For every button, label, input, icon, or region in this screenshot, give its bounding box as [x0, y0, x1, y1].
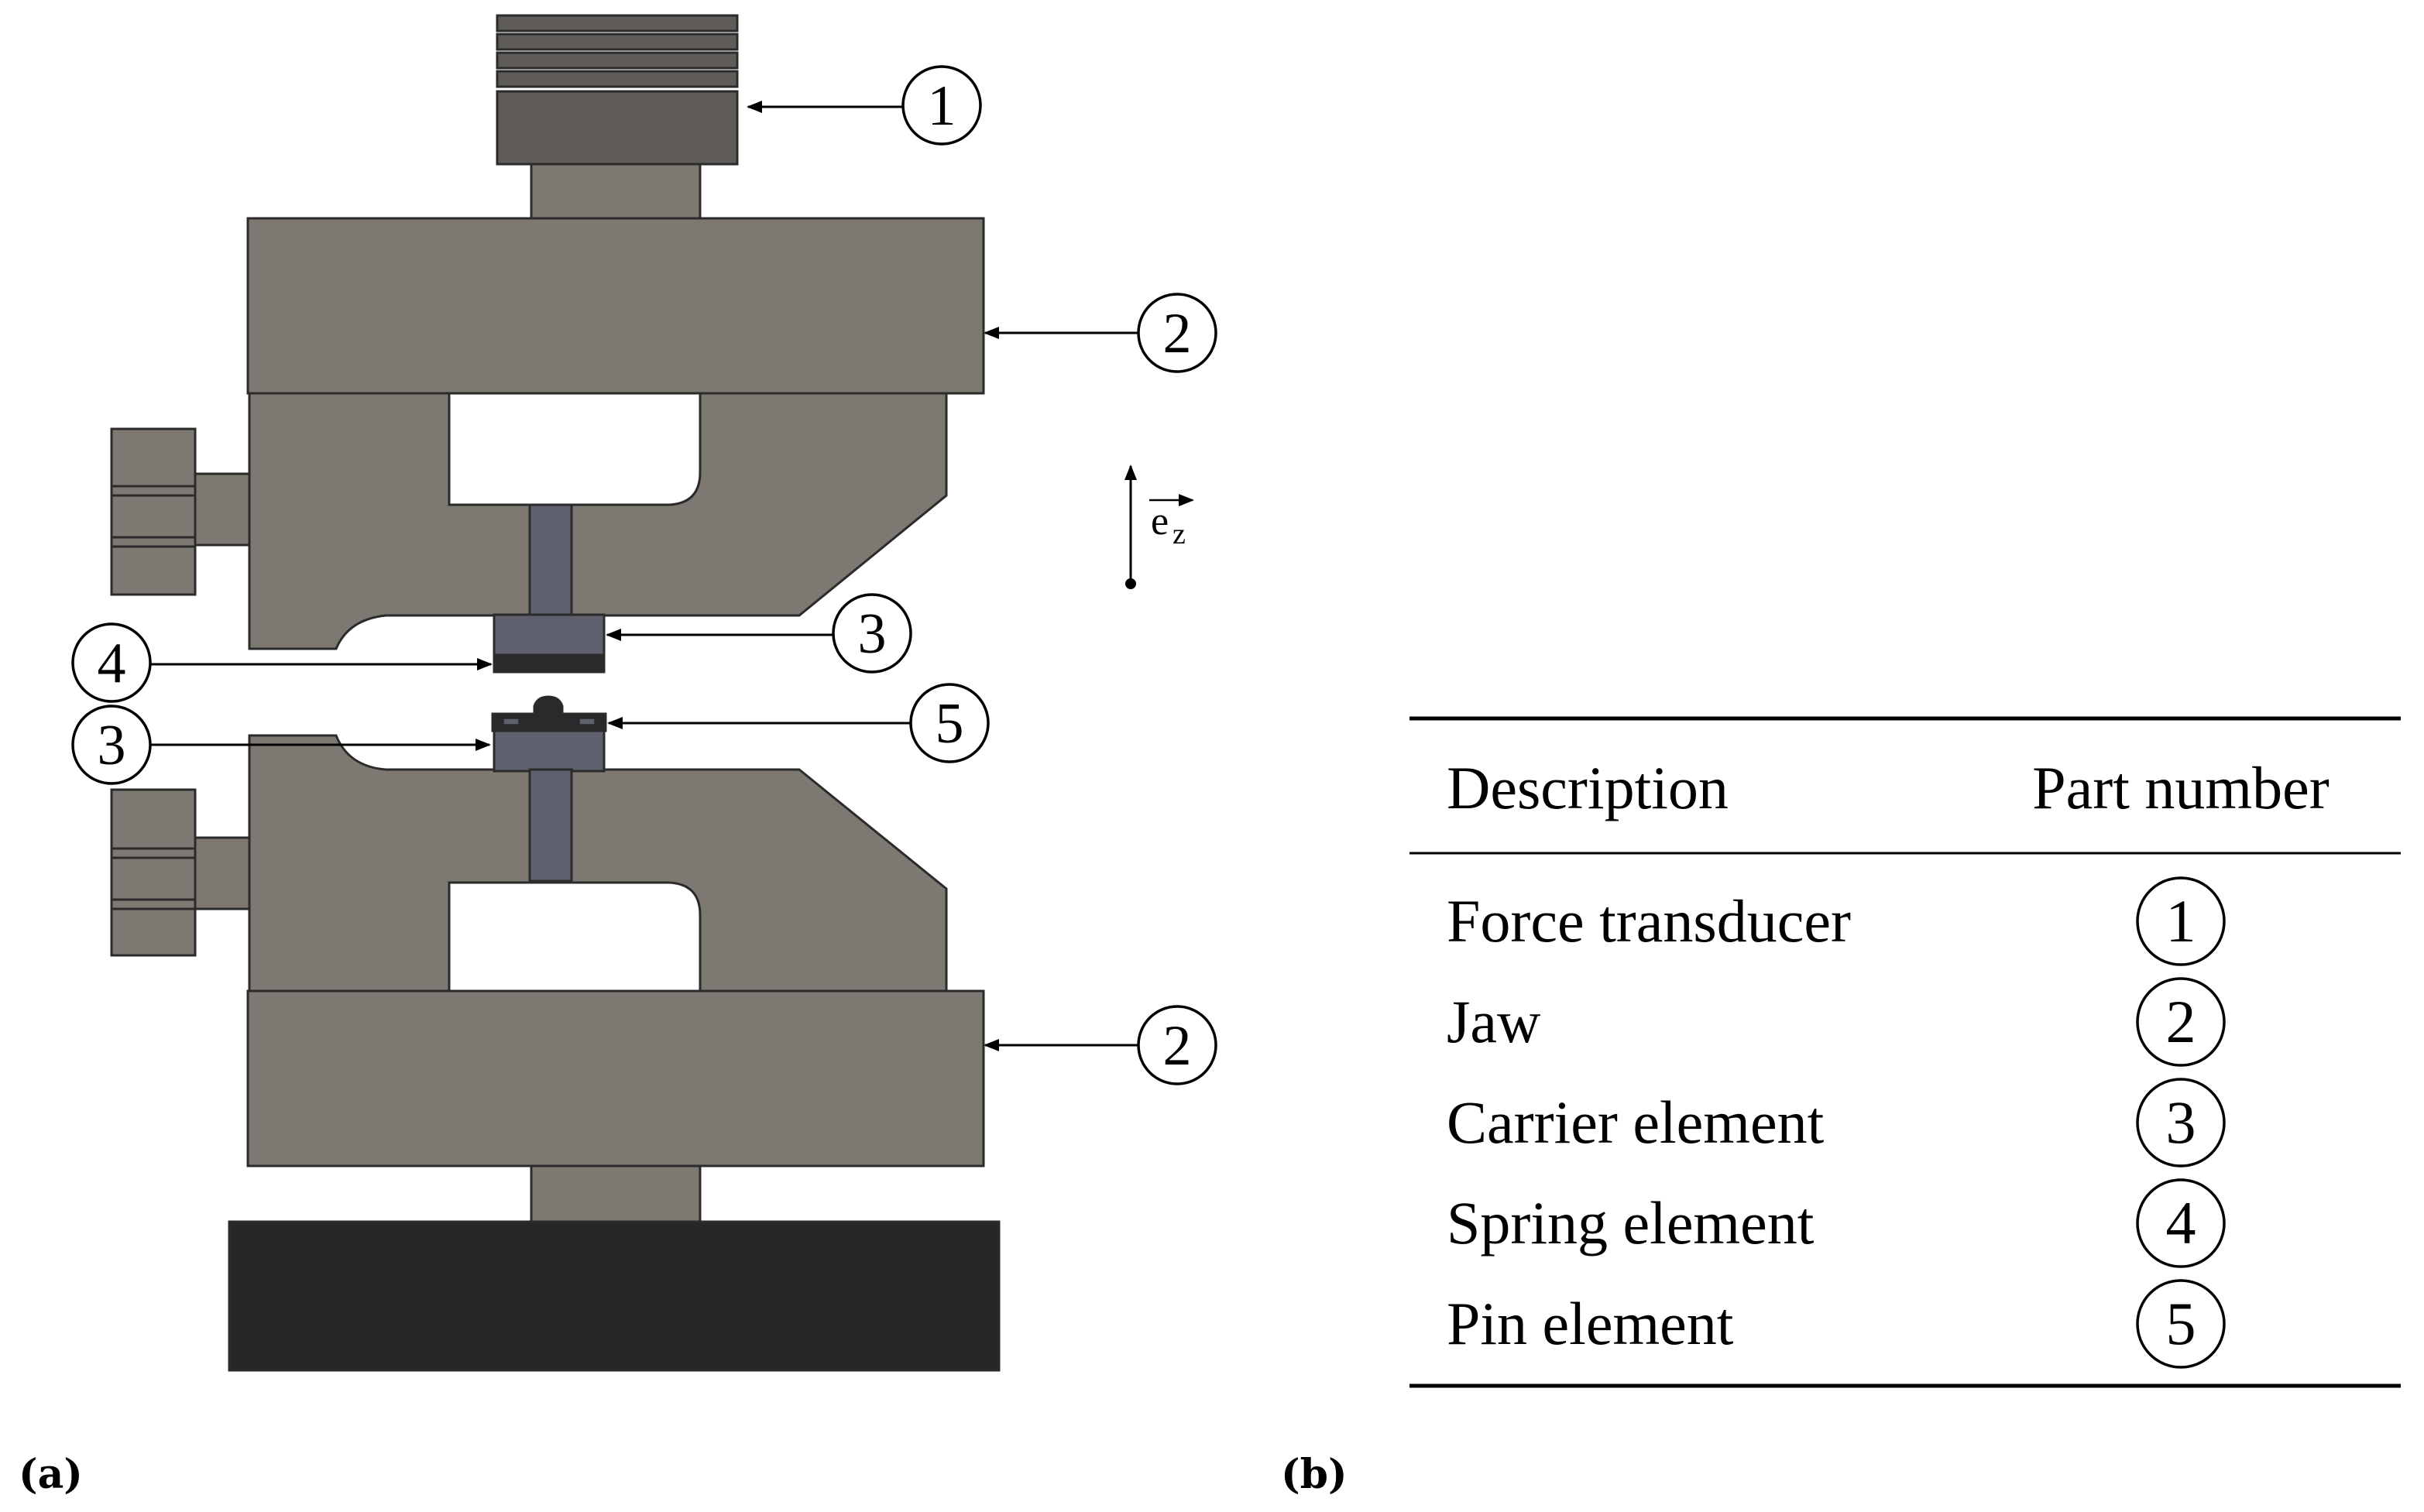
table-cell-part-number: 5	[2166, 1290, 2196, 1357]
lower-side-knob	[110, 788, 251, 957]
ez-axis-origin	[1125, 578, 1136, 589]
callout-number-2-top: 2	[1163, 302, 1192, 365]
upper-carrier-element	[493, 503, 606, 657]
table-cell-part-number: 2	[2166, 988, 2196, 1055]
callout-circle-4	[71, 622, 152, 703]
fixture-drawing	[110, 14, 1001, 1372]
lower-jaw-window	[448, 881, 702, 994]
ez-axis-indicator: e z	[1124, 465, 1194, 589]
lower-carrier-element	[493, 729, 606, 883]
table-cell-description: Spring element	[1447, 1189, 1815, 1257]
spring-element	[493, 653, 606, 674]
table-header-part-number: Part number	[2032, 754, 2329, 821]
table-part-circle	[2136, 1178, 2226, 1268]
table-part-circle	[2136, 876, 2226, 966]
lower-jaw-plate	[246, 989, 985, 1167]
callout-number-4: 4	[98, 632, 126, 695]
parts-table: Description Part number Force transducer…	[1409, 716, 2401, 1388]
table-row: Carrier element 3	[1447, 1078, 2226, 1167]
lower-stem	[530, 1164, 702, 1223]
table-cell-description: Jaw	[1447, 988, 1540, 1055]
upper-jaw-plate	[246, 217, 985, 395]
callout-circle-5	[909, 683, 990, 763]
callouts: 1 2 3 4 5 3 2	[71, 65, 1217, 1085]
callout-number-3-lower: 3	[98, 714, 126, 777]
ez-axis-subscript: z	[1173, 518, 1186, 550]
table-row: Force transducer 1	[1447, 876, 2226, 966]
pin-element	[491, 695, 607, 732]
lower-jaw-body	[248, 734, 948, 993]
callout-circle-1	[901, 65, 982, 146]
table-row: Jaw 2	[1447, 977, 2226, 1067]
callout-circle-2-top	[1137, 293, 1217, 373]
table-cell-description: Carrier element	[1447, 1089, 1825, 1156]
table-header-description: Description	[1447, 754, 1729, 821]
callout-number-2-bottom: 2	[1163, 1014, 1192, 1078]
callout-number-5: 5	[936, 692, 964, 756]
callout-number-3-upper: 3	[858, 602, 887, 666]
force-transducer	[496, 14, 739, 226]
table-cell-part-number: 1	[2166, 887, 2196, 955]
table-cell-part-number: 3	[2166, 1089, 2196, 1156]
table-row: Spring element 4	[1447, 1178, 2226, 1268]
callout-circle-2-bottom	[1137, 1005, 1217, 1085]
table-cell-description: Pin element	[1447, 1290, 1734, 1357]
upper-side-knob	[110, 427, 251, 596]
table-part-circle	[2136, 1279, 2226, 1369]
panel-label-a: (a)	[19, 1451, 83, 1498]
table-cell-part-number: 4	[2166, 1189, 2196, 1257]
upper-jaw-body	[248, 392, 948, 650]
table-part-circle	[2136, 1078, 2226, 1167]
callout-circle-3-lower	[71, 705, 152, 785]
callout-number-1: 1	[928, 74, 956, 138]
table-cell-description: Force transducer	[1447, 887, 1851, 955]
panel-label-b: (b)	[1281, 1451, 1348, 1498]
table-part-circle	[2136, 977, 2226, 1067]
base-block	[228, 1220, 1001, 1372]
upper-jaw-window	[448, 392, 702, 506]
table-row: Pin element 5	[1447, 1279, 2226, 1369]
callout-circle-3-upper	[832, 593, 912, 674]
ez-axis-symbol: e	[1151, 499, 1169, 543]
